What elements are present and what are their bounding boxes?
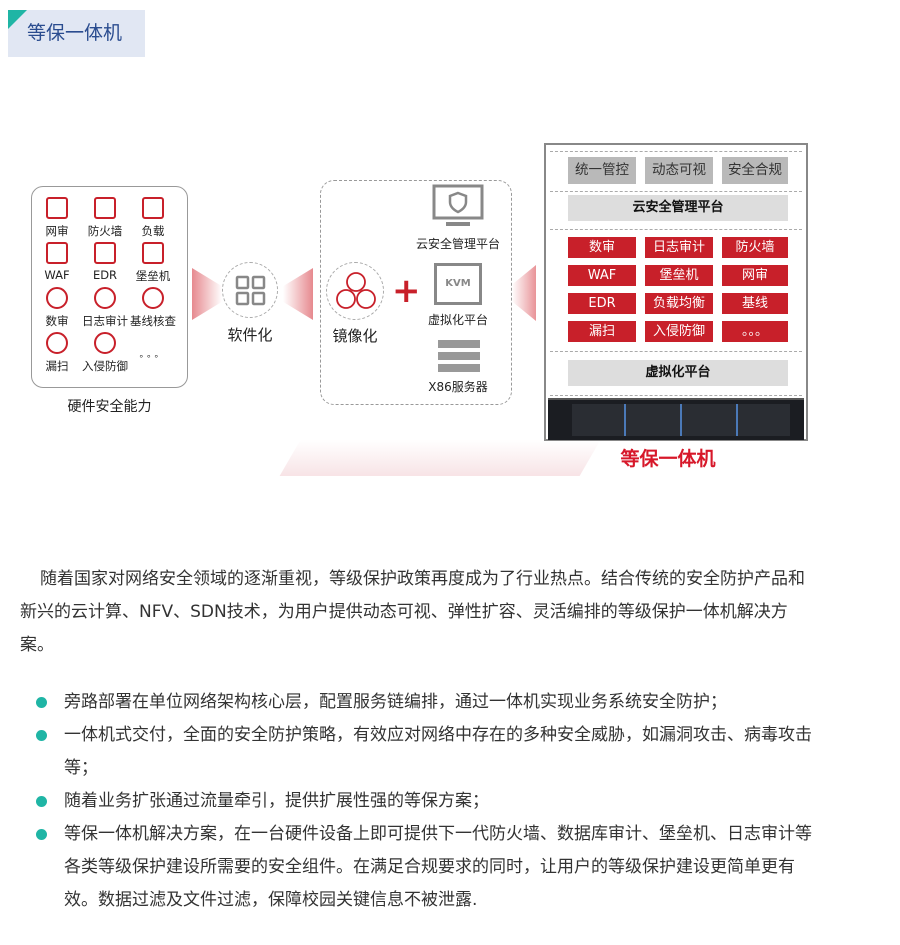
security-module: 基线 (722, 293, 788, 314)
hardware-item: WAF (31, 242, 83, 282)
list-item: 一体机式交付，全面的安全防护策略，有效应对网络中存在的多种安全威胁，如漏洞攻击、… (64, 725, 812, 778)
security-module: 防火墙 (722, 237, 788, 258)
arrow-fan (192, 268, 222, 320)
hardware-item-label: 堡垒机 (135, 269, 171, 283)
software-circle (222, 262, 278, 318)
security-module: 负载均衡 (645, 293, 713, 314)
hardware-item: 日志审计 (79, 287, 131, 329)
bullet-dot (36, 730, 47, 741)
corner-triangle (8, 10, 27, 29)
log-audit-icon (94, 287, 116, 309)
security-module: 入侵防御 (645, 321, 713, 342)
hardware-item: EDR (79, 242, 131, 282)
hardware-item-label: WAF (44, 268, 70, 282)
intrusion-icon (94, 332, 116, 354)
bastion-icon (142, 242, 164, 264)
firewall-icon (94, 197, 116, 219)
hardware-item: 。。。 (127, 332, 179, 360)
hardware-item: 堡垒机 (127, 242, 179, 284)
hardware-item-label: EDR (92, 268, 118, 282)
hardware-item-label: 入侵防御 (82, 359, 128, 373)
mirror-box (320, 180, 512, 405)
bullet-dot (36, 796, 47, 807)
hardware-item-label: 数审 (45, 314, 69, 328)
floor-gradient (279, 440, 601, 476)
mirror-circle (326, 262, 384, 320)
hardware-item-label: 网审 (45, 224, 69, 238)
hardware-item: 基线核查 (127, 287, 179, 329)
monitor-shield-icon (432, 184, 484, 226)
grid-icon (235, 275, 266, 306)
hardware-item-label: 。。。 (139, 350, 167, 360)
security-module: 日志审计 (645, 237, 713, 258)
bullet-dot (36, 829, 47, 840)
hardware-item: 入侵防御 (79, 332, 131, 374)
hardware-item-label: 漏扫 (45, 359, 69, 373)
section-tab: 等保一体机 (8, 10, 145, 57)
security-module: WAF (568, 265, 636, 286)
section-title: 等保一体机 (27, 22, 123, 44)
vuln-scan-icon (46, 332, 68, 354)
hardware-item: 漏扫 (31, 332, 83, 374)
hardware-box: 网审 防火墙 负载 WAF EDR 堡垒机数审日志审计基线核查漏扫入侵防御 。。。 (31, 186, 188, 388)
hardware-item: 防火墙 (79, 197, 131, 239)
server-rack-icon (438, 340, 480, 372)
list-item: 等保一体机解决方案，在一台硬件设备上即可提供下一代防火墙、数据库审计、堡垒机、日… (64, 824, 812, 910)
mirror-label: 镜像化 (332, 327, 378, 345)
cloud-platform-label: 云安全管理平台 (415, 237, 500, 251)
load-balance-icon (142, 197, 164, 219)
cloud-platform-bar: 云安全管理平台 (568, 195, 788, 221)
hardware-item-label: 负载 (141, 224, 165, 238)
hardware-item: 网审 (31, 197, 83, 239)
software-label: 软件化 (227, 326, 273, 344)
hardware-item: 负载 (127, 197, 179, 239)
hardware-item: 数审 (31, 287, 83, 329)
appliance-panel: 云安全管理平台 虚拟化平台 统一管控动态可视安全合规数审日志审计防火墙 WAF 堡垒… (544, 143, 808, 441)
x86-server-label: X86服务器 (428, 380, 488, 394)
audit-icon (46, 197, 68, 219)
security-module: 漏扫 (568, 321, 636, 342)
database-audit-icon (46, 287, 68, 309)
intro-text: 随着国家对网络安全领域的逐渐重视，等级保护政策再度成为了行业热点。结合传统的安全… (20, 569, 805, 655)
security-module: 。。。 (722, 321, 788, 342)
virtual-platform-label: 虚拟化平台 (427, 313, 488, 327)
virtual-platform-bar: 虚拟化平台 (568, 360, 788, 386)
waf-icon (46, 242, 68, 264)
mirror-nodes-icon (336, 272, 376, 309)
arrow-fan (283, 268, 313, 320)
appliance-caption: 等保一体机 (620, 448, 716, 470)
appliance-top-item: 动态可视 (645, 157, 713, 184)
hardware-item-label: 防火墙 (87, 224, 123, 238)
security-module: 堡垒机 (645, 265, 713, 286)
security-module: EDR (568, 293, 636, 314)
kvm-text: KVM (445, 278, 471, 289)
bullet-dot (36, 697, 47, 708)
plus-icon: + (392, 271, 421, 311)
list-item: 随着业务扩张通过流量牵引，提供扩展性强的等保方案； (64, 791, 489, 811)
list-item: 旁路部署在单位网络架构核心层，配置服务链编排，通过一体机实现业务系统安全防护； (64, 692, 727, 712)
kvm-icon: KVM (434, 263, 482, 305)
edr-icon (94, 242, 116, 264)
security-module: 数审 (568, 237, 636, 258)
hardware-item-label: 基线核查 (130, 314, 176, 328)
baseline-icon (142, 287, 164, 309)
appliance-top-item: 安全合规 (722, 157, 788, 184)
appliance-top-item: 统一管控 (568, 157, 636, 184)
server-hardware (548, 398, 804, 440)
security-module: 网审 (722, 265, 788, 286)
hardware-item-label: 日志审计 (82, 314, 128, 328)
intro-paragraph: 随着国家对网络安全领域的逐渐重视，等级保护政策再度成为了行业热点。结合传统的安全… (20, 563, 820, 662)
hardware-caption: 硬件安全能力 (67, 399, 152, 415)
